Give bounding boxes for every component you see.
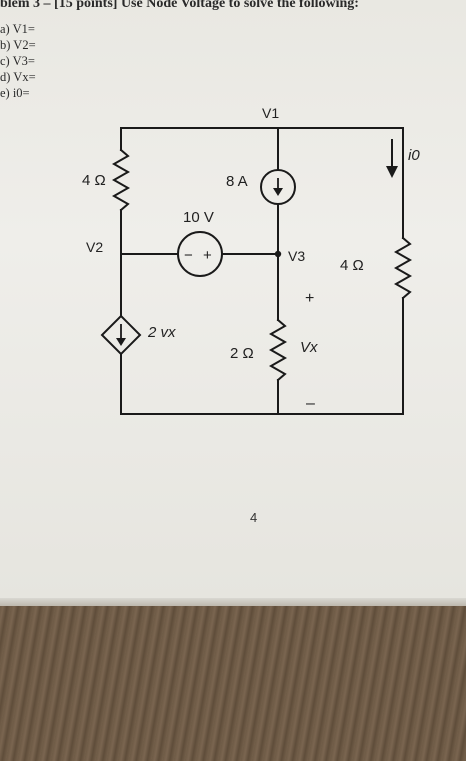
node-label-v1: V1 xyxy=(262,105,279,121)
resistor-left-zigzag xyxy=(111,148,131,212)
question-d: d) Vx= xyxy=(0,70,36,84)
vx-label: Vx xyxy=(300,339,318,356)
resistor-middle-label: 2 Ω xyxy=(230,345,254,362)
question-e: e) i0= xyxy=(0,86,30,100)
current-source-label: 8 A xyxy=(226,173,248,190)
resistor-middle-zigzag xyxy=(268,318,288,382)
question-c: c) V3= xyxy=(0,54,35,68)
wooden-table-surface xyxy=(0,606,466,761)
page-number: 4 xyxy=(250,510,258,525)
question-b: b) V2= xyxy=(0,38,36,52)
vx-minus: – xyxy=(306,395,315,412)
problem-heading: blem 3 – [15 points] Use Node Voltage to… xyxy=(0,0,359,11)
resistor-right-zigzag xyxy=(393,236,413,300)
dependent-source-label: 2 vx xyxy=(147,324,176,341)
voltage-source-minus: − xyxy=(184,247,193,264)
node-label-v2: V2 xyxy=(86,239,103,255)
current-arrow-head xyxy=(386,166,398,178)
paper-edge xyxy=(0,598,466,606)
resistor-left-label: 4 Ω xyxy=(82,172,106,189)
node-v3-dot xyxy=(274,250,282,258)
paper-sheet: blem 3 – [15 points] Use Node Voltage to… xyxy=(0,0,466,600)
resistor-right-label: 4 Ω xyxy=(340,257,364,274)
circuit-diagram: V1 V2 V3 4 Ω 2 Ω 4 Ω 8 A 10 V − + 2 vx V… xyxy=(82,105,420,415)
question-a: a) V1= xyxy=(0,22,35,36)
vx-plus: + xyxy=(305,290,314,307)
node-label-v3: V3 xyxy=(288,248,305,264)
current-label-i0: i0 xyxy=(408,147,420,164)
dependent-source-arrow-head xyxy=(116,338,126,346)
current-source-arrow-head xyxy=(273,188,283,196)
voltage-source-plus: + xyxy=(203,247,212,264)
voltage-source-label: 10 V xyxy=(183,209,214,226)
